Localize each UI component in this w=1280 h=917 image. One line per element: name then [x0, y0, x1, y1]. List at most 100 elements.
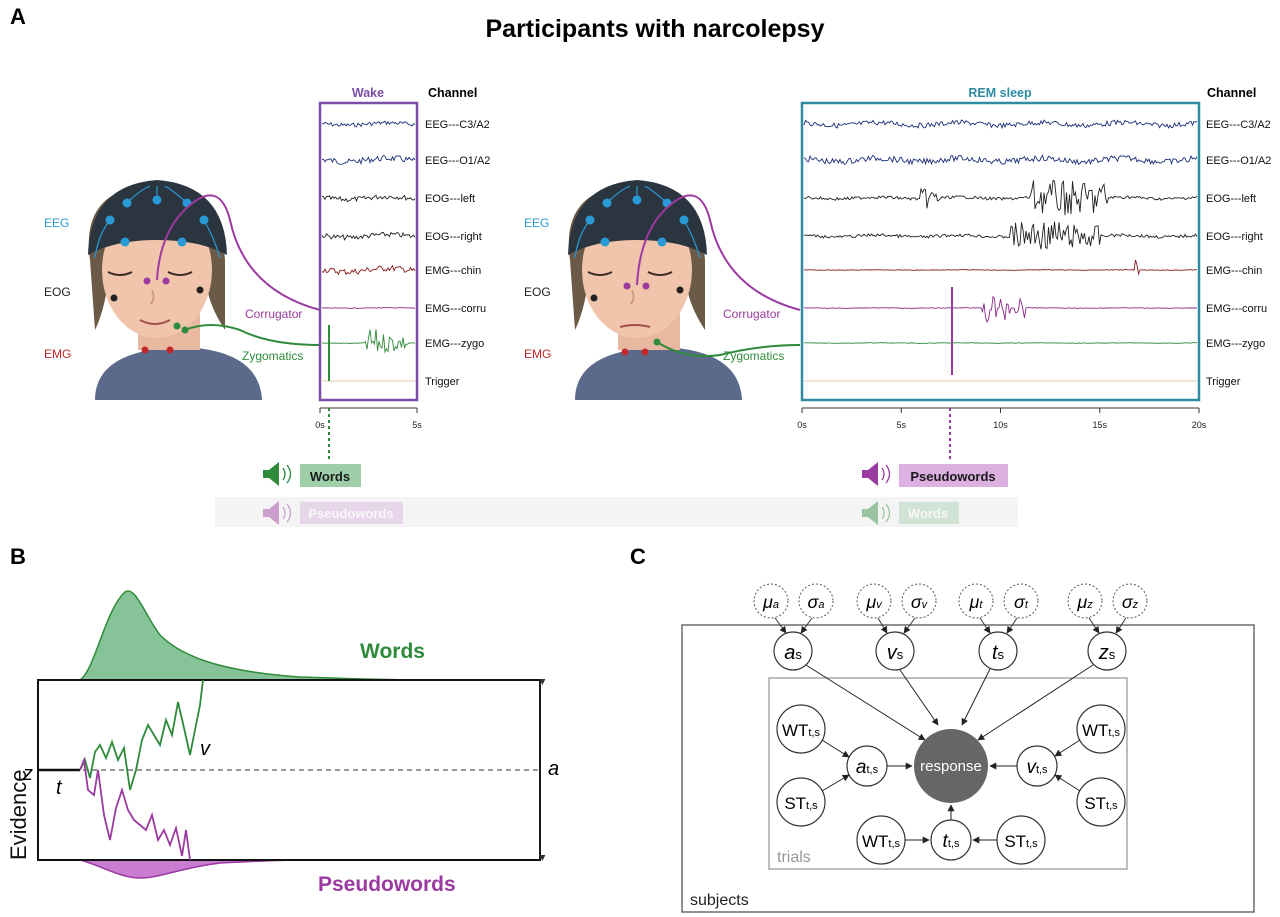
hyper-node-sigma-t: σt: [1003, 583, 1039, 619]
param-t: t: [56, 777, 63, 799]
wake-tick-label: 0s: [315, 420, 325, 430]
rem-channel-label: EOG---left: [1206, 193, 1256, 205]
wake-channel-label: EEG---C3/A2: [425, 119, 490, 131]
param-a: a: [548, 758, 559, 780]
speaker-icon: [862, 462, 878, 486]
st-node-right: STt,s: [1076, 777, 1126, 827]
subject-edges: [805, 664, 1094, 741]
wake-channel-label: EMG---zygo: [425, 338, 484, 350]
trace-emg-chin: [803, 259, 1198, 276]
rem-channel-label: EOG---right: [1206, 231, 1263, 243]
stimulus-pseudowords-right: Pseudowords: [862, 462, 1008, 487]
wt-node-bottom: WTt,s: [856, 815, 906, 865]
trace-emg-corru: [322, 307, 416, 309]
trace-emg-zygo: [803, 342, 1198, 344]
panel-letter-b: B: [10, 544, 26, 569]
t-ts-node: tt,s: [930, 819, 972, 861]
svg-text:vt,s: vt,s: [1026, 757, 1048, 778]
rem-tick-label: 10s: [993, 420, 1008, 430]
trace-eog-right: [321, 231, 416, 241]
pseudowords-rt-distribution: [79, 859, 301, 879]
svg-text:as: as: [784, 642, 802, 664]
stimulus-pseudowords-label: Pseudowords: [910, 469, 995, 484]
trace-emg-corru: [803, 295, 1198, 324]
wake-channel-label: Trigger: [425, 376, 460, 388]
svg-text:STt,s: STt,s: [1004, 832, 1038, 851]
hyper-node-mu-z: μz: [1067, 583, 1103, 619]
label-eeg-left: EEG: [44, 216, 69, 230]
subject-node-v: vs: [875, 631, 915, 671]
v-ts-node: vt,s: [1016, 745, 1058, 787]
svg-text:WTt,s: WTt,s: [1082, 721, 1121, 740]
wt-node-right: WTt,s: [1076, 704, 1126, 754]
rem-channel-header: Channel: [1207, 86, 1256, 100]
label-emg-left: EMG: [44, 347, 71, 361]
svg-text:σv: σv: [911, 592, 929, 612]
face-illustration-right: [568, 180, 801, 400]
rem-channel-label: EMG---zygo: [1206, 338, 1265, 350]
wake-channel-label: EMG---corru: [425, 303, 486, 315]
svg-text:WTt,s: WTt,s: [862, 832, 901, 851]
st-node-bottom: STt,s: [996, 815, 1046, 865]
svg-text:μt: μt: [969, 592, 984, 612]
rem-channel-list: EEG---C3/A2EEG---O1/A2EOG---leftEOG---ri…: [1206, 119, 1271, 388]
subject-node-t: ts: [978, 631, 1018, 671]
svg-text:STt,s: STt,s: [784, 794, 818, 813]
svg-text:σt: σt: [1014, 592, 1029, 612]
rem-channel-label: EEG---O1/A2: [1206, 155, 1271, 167]
wt-node-left: WTt,s: [776, 704, 826, 754]
response-node: response: [914, 729, 988, 803]
svg-text:response: response: [920, 758, 982, 775]
rem-traces: [803, 119, 1198, 382]
svg-text:WTt,s: WTt,s: [782, 721, 821, 740]
label-zygomatics-right: Zygomatics: [723, 349, 784, 363]
stimulus-words-label: Words: [908, 506, 948, 521]
pseudowords-evidence-path: [79, 756, 191, 861]
svg-text:zs: zs: [1098, 642, 1116, 664]
label-zygomatics-left: Zygomatics: [242, 349, 303, 363]
wake-channel-list: EEG---C3/A2EEG---O1/A2EOG---leftEOG---ri…: [425, 119, 490, 388]
svg-text:σz: σz: [1122, 592, 1139, 612]
subject-node-z: zs: [1087, 631, 1127, 671]
svg-text:STt,s: STt,s: [1084, 794, 1118, 813]
words-label: Words: [360, 640, 425, 663]
rem-channel-label: EMG---chin: [1206, 265, 1262, 277]
st-node-left: STt,s: [776, 777, 826, 827]
stimulus-pseudowords-left: Pseudowords: [263, 501, 403, 525]
trace-eeg-o1: [321, 154, 416, 166]
param-v: v: [200, 738, 211, 760]
hyper-node-sigma-v: σv: [901, 583, 937, 619]
label-eog-left: EOG: [44, 285, 71, 299]
svg-text:σa: σa: [808, 592, 825, 612]
svg-text:vs: vs: [887, 642, 904, 664]
panel-letter-c: C: [630, 544, 646, 569]
rem-label: REM sleep: [968, 86, 1032, 100]
rem-tick-label: 5s: [896, 420, 906, 430]
panel-letter-a: A: [10, 4, 26, 29]
wake-channel-label: EOG---left: [425, 193, 475, 205]
wake-channel-label: EOG---right: [425, 231, 482, 243]
param-z: z: [22, 763, 33, 785]
trace-emg-zygo: [322, 329, 416, 354]
subject-node-a: as: [773, 631, 813, 671]
label-corrugator-right: Corrugator: [723, 307, 780, 321]
trace-eog-right: [803, 221, 1198, 250]
wake-channel-label: EMG---chin: [425, 265, 481, 277]
label-emg-right: EMG: [524, 347, 551, 361]
label-eeg-right: EEG: [524, 216, 549, 230]
rem-recording-box: REM sleep Channel EEG---C3/A2EEG---O1/A2…: [797, 86, 1271, 430]
subjects-label: subjects: [690, 892, 749, 909]
stimulus-pseudowords-label: Pseudowords: [308, 506, 393, 521]
hyper-node-mu-a: μa: [753, 583, 789, 619]
rem-tick-label: 0s: [797, 420, 807, 430]
wake-channel-header: Channel: [428, 86, 477, 100]
hyper-node-sigma-a: σa: [798, 583, 834, 619]
rem-tick-label: 20s: [1192, 420, 1207, 430]
stimulus-words-left: Words: [263, 462, 361, 487]
svg-text:ts: ts: [992, 642, 1005, 664]
speaker-icon: [263, 462, 279, 486]
label-eog-right: EOG: [524, 285, 551, 299]
trace-eeg-c3: [321, 120, 416, 128]
